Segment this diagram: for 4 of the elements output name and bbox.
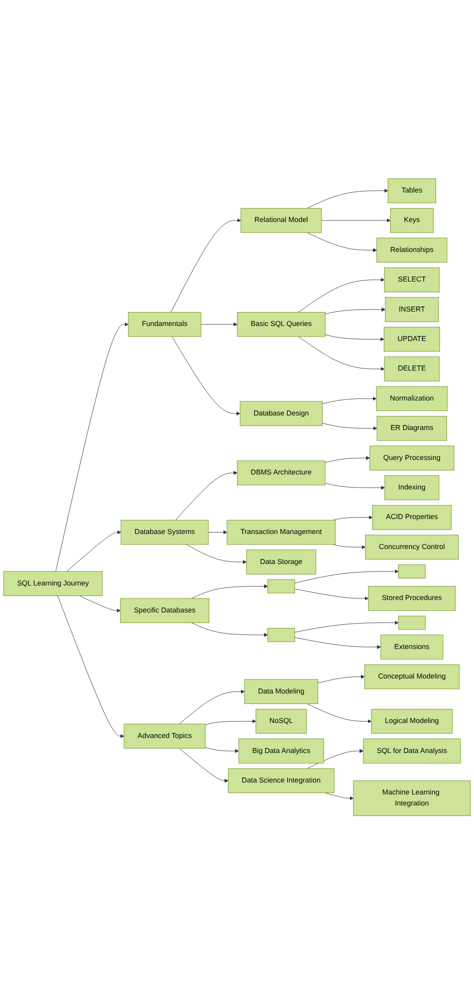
node-box <box>267 628 295 642</box>
node-box <box>267 579 295 594</box>
node-box <box>398 564 426 578</box>
node-box <box>398 616 426 630</box>
